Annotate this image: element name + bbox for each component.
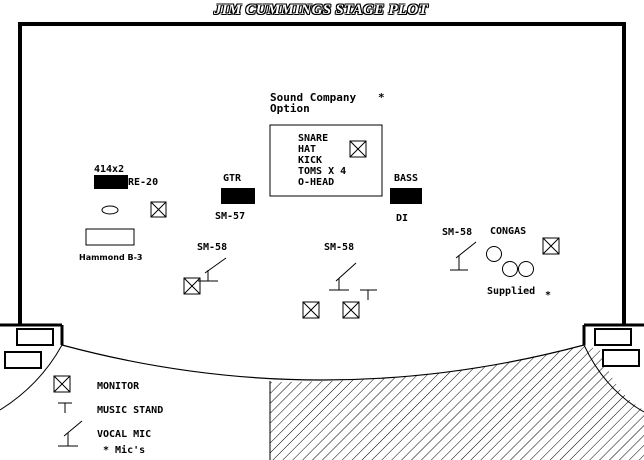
leslie-speaker-icon [101,205,119,215]
side-box-left-upper [16,328,54,346]
vocal-mic-label-right: SM-58 [442,227,473,238]
keys-amp-block [94,175,128,189]
legend-music-stand-label: MUSIC STAND [97,405,164,416]
legend-mics-note: * Mic's [103,445,146,456]
guitar-amp-block [221,188,255,204]
conga-drum-3 [518,261,534,277]
monitor-icon [53,375,71,393]
bass-label: BASS [394,173,419,184]
vocal-mic-stand-icon [329,262,357,291]
conga-drum-1 [486,246,502,262]
music-stand-icon [360,289,377,300]
sound-company-label: Sound Company [270,91,357,104]
audience-hatched-area [270,345,644,460]
monitor-icon [302,301,320,319]
guitar-label: GTR [223,173,242,184]
vocal-mic-stand-icon [58,420,83,447]
keys-mic-label: 414x2 [94,164,125,175]
congas-supplied-asterisk: * [545,290,552,301]
drum-item-kick: KICK [298,155,323,166]
hammond-label: Hammond B-3 [79,253,143,262]
side-box-right-upper [594,328,632,346]
vocal-mic-label-center: SM-58 [324,242,355,253]
music-stand-icon [58,402,72,413]
bass-amp-block [390,188,422,204]
monitor-icon [342,301,360,319]
legend-monitor-label: MONITOR [97,381,140,392]
congas-label: CONGAS [490,226,527,237]
sound-company-option-label: Option [270,102,310,115]
drum-item-snare: SNARE [298,133,329,144]
sound-company-asterisk: * [378,91,385,104]
re20-label: RE-20 [128,177,159,188]
vocal-mic-stand-icon [198,257,227,282]
page-title: JIM CUMMINGS STAGE PLOT [213,2,429,18]
bass-di-label: DI [396,213,409,224]
drum-item-toms: TOMS X 4 [298,166,347,177]
drum-item-overhead: O-HEAD [298,177,335,188]
legend-vocal-mic-label: VOCAL MIC [97,429,152,440]
drum-mic-list: SNARE HAT KICK TOMS X 4 O-HEAD [298,133,346,188]
vocal-mic-label-left: SM-58 [197,242,228,253]
vocal-mic-stand-icon [450,241,477,271]
congas-supplied-label: Supplied [487,286,536,297]
drum-item-hat: HAT [298,144,317,155]
guitar-mic-label: SM-57 [215,211,246,222]
stage-outline [0,22,644,345]
stage-apron-curve [61,344,585,381]
conga-drum-2 [502,261,518,277]
monitor-icon [183,277,201,295]
monitor-icon [349,140,367,158]
hammond-organ [85,228,135,246]
side-box-left-lower [4,351,42,369]
monitor-icon [150,201,167,218]
right-wing-line [583,344,644,413]
left-wing-line [0,344,63,411]
side-box-right-lower [602,349,640,367]
monitor-icon [542,237,560,255]
drum-riser-box [269,124,383,197]
